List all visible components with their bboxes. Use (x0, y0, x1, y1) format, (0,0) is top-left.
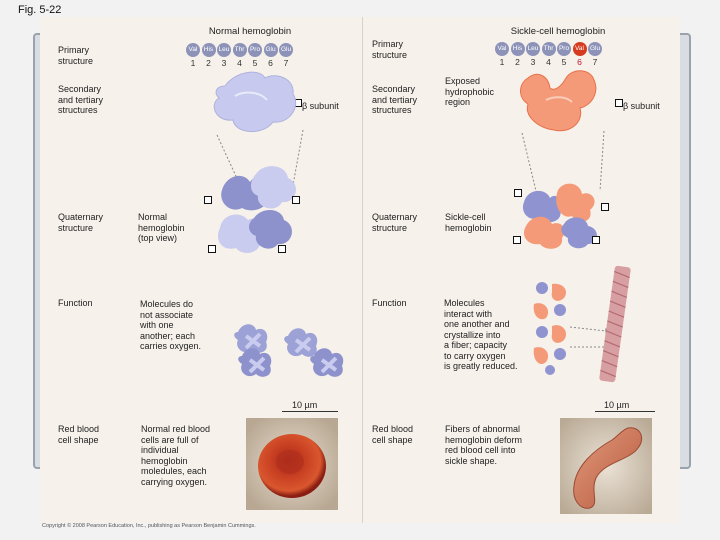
position-number: 1 (190, 58, 196, 68)
amino-acid-val: Val (186, 43, 200, 57)
sickle-fiber-image (599, 265, 631, 383)
amino-acid-his: His (201, 43, 216, 57)
position-number: 4 (546, 57, 551, 67)
sickle-subunit-marker (615, 99, 623, 107)
amino-acid-thr: Thr (232, 43, 247, 57)
normal-title: Normal hemoglobin (208, 26, 292, 37)
amino-acid-val: Val (572, 42, 587, 56)
sickle-exposed-region-label: Exposed hydrophobic region (445, 76, 495, 107)
normal-tetramer-marker-3 (208, 245, 216, 253)
amino-acid-leu: Leu (526, 42, 540, 56)
normal-tetramer-marker-1 (204, 196, 212, 204)
sickle-hemoglobin-tetramer (522, 183, 597, 249)
position-number: 6 (268, 58, 273, 68)
sickle-quaternary-description: Sickle-cell hemoglobin (445, 212, 492, 233)
sickle-secondary-label: Secondary and tertiary structures (372, 84, 418, 115)
normal-function-label: Function (58, 298, 93, 308)
sickle-tetramer-marker-3 (513, 236, 521, 244)
sickle-primary-label: Primary structure (372, 39, 408, 60)
position-number: 5 (252, 58, 258, 68)
panel-divider (362, 17, 363, 523)
sickle-title: Sickle-cell hemoglobin (510, 26, 606, 37)
normal-scale-bar (282, 411, 338, 412)
position-number: 3 (530, 57, 536, 67)
sickle-tetramer-marker-1 (514, 189, 522, 197)
normal-tetramer-marker-2 (292, 196, 300, 204)
figure-label: Fig. 5-22 (18, 4, 62, 16)
position-number: 2 (515, 57, 520, 67)
normal-scattered-molecules (234, 324, 344, 377)
sickle-red-blood-cell-image (560, 418, 652, 514)
sickle-connector-lines (521, 130, 605, 192)
sickle-fiber-molecule-stack (533, 282, 567, 375)
amino-acid-his: His (510, 42, 525, 56)
sickle-scale-label: 10 µm (604, 400, 630, 410)
amino-acid-glu: Glu (588, 42, 602, 56)
copyright-note: Copyright © 2008 Pearson Education, Inc.… (42, 523, 256, 529)
sickle-quaternary-label: Quaternary structure (372, 212, 418, 233)
amino-acid-leu: Leu (217, 43, 231, 57)
normal-quaternary-description: Normal hemoglobin (top view) (138, 212, 185, 243)
amino-acid-pro: Pro (557, 42, 571, 56)
normal-red-blood-cell-image (246, 418, 338, 510)
normal-hemoglobin-tetramer (217, 166, 296, 253)
sickle-beta-subunit-shape (520, 70, 597, 132)
position-number: 4 (237, 58, 242, 68)
sickle-scale-bar (595, 411, 655, 412)
position-number: 3 (221, 58, 227, 68)
position-number: 7 (592, 57, 598, 67)
normal-beta-subunit-shape (213, 71, 297, 132)
sickle-rbc-description: Fibers of abnormal hemoglobin deform red… (445, 424, 523, 466)
normal-quaternary-label: Quaternary structure (58, 212, 104, 233)
position-number: 7 (283, 58, 289, 68)
amino-acid-glu: Glu (263, 43, 278, 57)
normal-tetramer-marker-4 (278, 245, 286, 253)
sickle-subunit-label: β subunit (623, 101, 660, 111)
amino-acid-val: Val (495, 42, 509, 56)
position-number: 1 (499, 57, 505, 67)
normal-rbc-label: Red blood cell shape (58, 424, 100, 445)
normal-primary-label: Primary structure (58, 45, 94, 66)
sickle-function-label: Function (372, 298, 407, 308)
sickle-rbc-label: Red blood cell shape (372, 424, 414, 445)
sickle-function-description: Molecules interact with one another and … (444, 298, 518, 371)
amino-acid-thr: Thr (541, 42, 556, 56)
normal-rbc-description: Normal red blood cells are full of indiv… (141, 424, 211, 487)
normal-secondary-label: Secondary and tertiary structures (58, 84, 104, 115)
normal-scale-label: 10 µm (292, 400, 318, 410)
sickle-tetramer-marker-4 (592, 236, 600, 244)
position-number: 5 (561, 57, 567, 67)
position-number: 2 (206, 58, 211, 68)
amino-acid-pro: Pro (248, 43, 262, 57)
normal-subunit-label: β subunit (302, 101, 339, 111)
normal-function-description: Molecules do not associate with one anot… (140, 299, 202, 351)
amino-acid-glu: Glu (279, 43, 293, 57)
sickle-tetramer-marker-2 (601, 203, 609, 211)
position-number: 6 (577, 57, 582, 67)
